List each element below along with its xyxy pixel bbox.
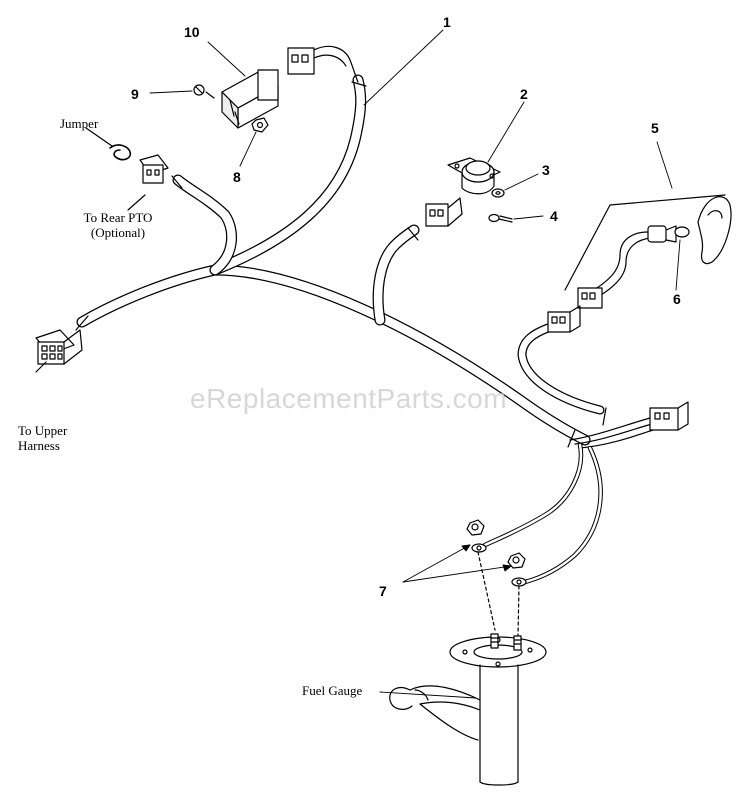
rear-pto-connector	[127, 154, 169, 211]
module-part-10	[221, 69, 279, 129]
harness-connector-top	[287, 45, 359, 83]
fuel-gauge-sender	[389, 633, 547, 786]
callout-6: 6	[673, 291, 681, 307]
right-connector	[649, 401, 689, 431]
jumper-clip	[85, 127, 132, 161]
callout-9: 9	[131, 86, 139, 102]
callout-7: 7	[379, 583, 387, 599]
screw-part-4	[488, 213, 513, 223]
callout-2: 2	[520, 86, 528, 102]
main-harness	[75, 74, 654, 585]
upper-harness-label: To Upper Harness	[18, 423, 67, 453]
nut-part-8	[251, 117, 269, 133]
upper-harness-label-line1: To Upper	[18, 423, 68, 438]
rear-pto-label-line2: (Optional)	[90, 225, 146, 240]
watermark: eReplacementParts.com	[190, 383, 508, 414]
callout-8: 8	[233, 169, 241, 185]
rear-pto-label-line1: To Rear PTO	[83, 210, 153, 225]
upper-harness-connector	[35, 329, 83, 373]
callout-1: 1	[443, 14, 451, 30]
fuel-gauge-label: Fuel Gauge	[302, 683, 363, 698]
ground-terminals-part-7	[466, 519, 527, 636]
callout-5: 5	[651, 120, 659, 136]
leader-lines	[149, 29, 681, 699]
light-assembly-part-5	[564, 194, 732, 309]
rear-pto-label: To Rear PTO (Optional)	[68, 210, 168, 240]
callout-10: 10	[184, 24, 200, 40]
screw-part-9	[193, 84, 215, 99]
upper-harness-label-line2: Harness	[18, 438, 60, 453]
jumper-label: Jumper	[60, 116, 99, 131]
relay-part-2	[447, 157, 501, 195]
relay-connector	[425, 197, 463, 227]
callout-3: 3	[542, 162, 550, 178]
light-harness-connector	[547, 305, 581, 333]
callout-4: 4	[550, 208, 558, 224]
washer-part-3	[491, 188, 505, 198]
